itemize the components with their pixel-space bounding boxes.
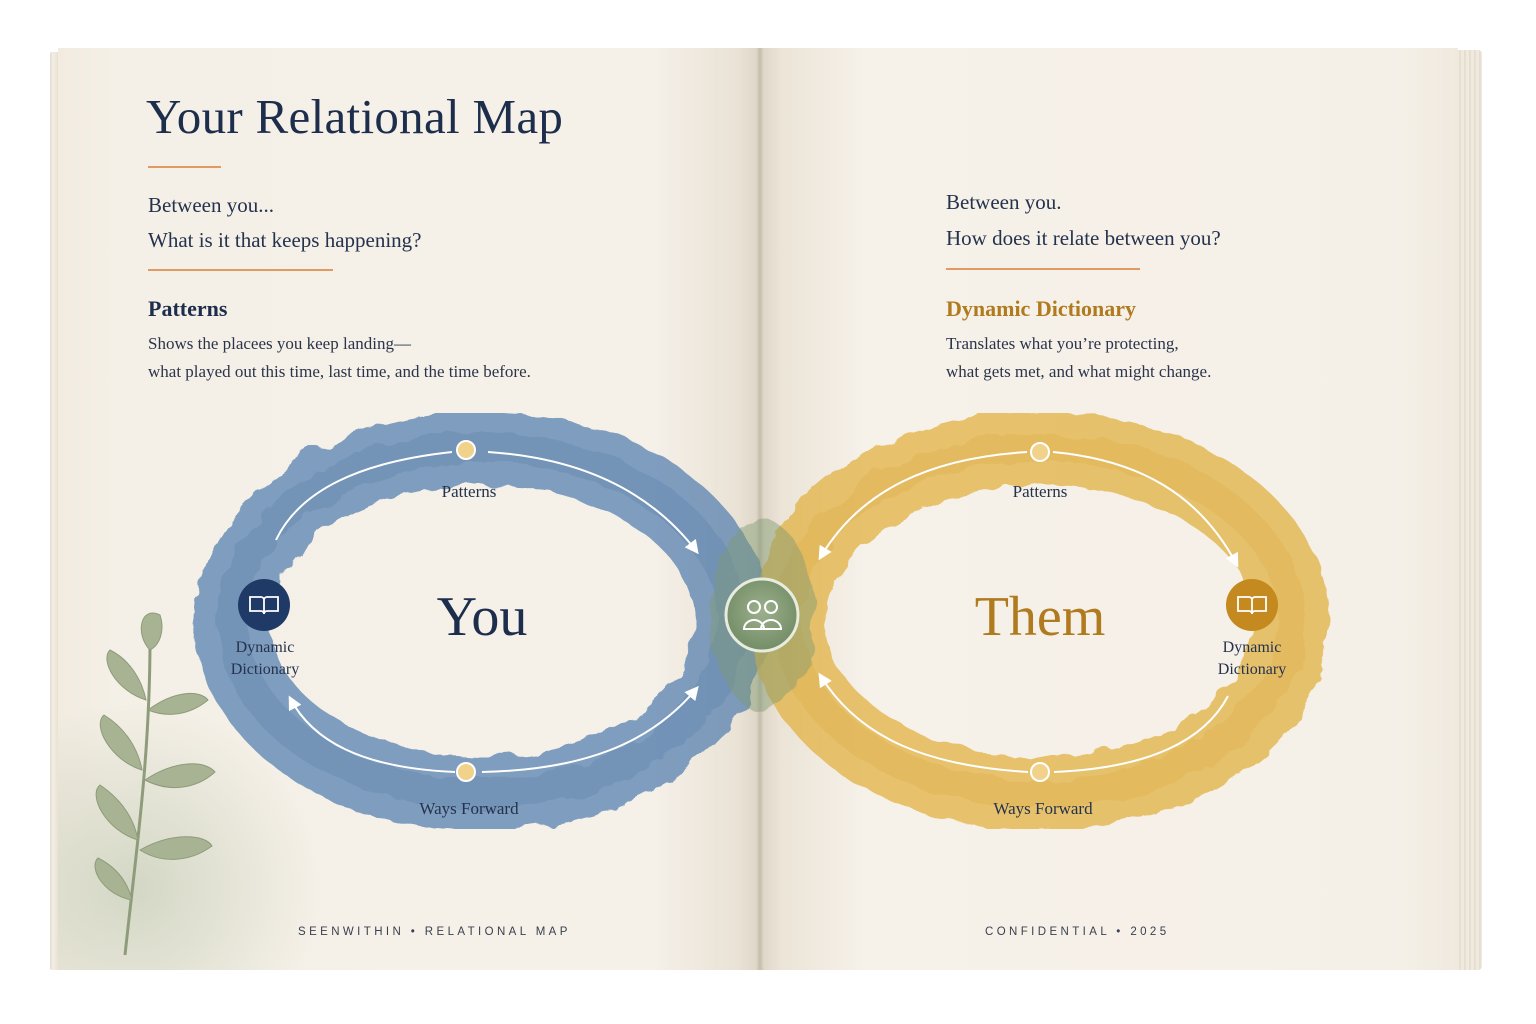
right-intro-divider [946, 268, 1140, 270]
page-stack-left-edge [50, 52, 58, 970]
left-intro-line-1: Between you... [148, 193, 274, 217]
right-page [760, 48, 1458, 970]
left-section-line-2: what played out this time, last time, an… [148, 362, 531, 381]
right-section-heading: Dynamic Dictionary [946, 296, 1137, 321]
left-intro-divider [148, 269, 333, 271]
right-intro-line-2: How does it relate between you? [946, 226, 1221, 250]
right-section-line-1: Translates what you’re protecting, [946, 334, 1179, 353]
book-gutter [756, 48, 764, 970]
right-footer: CONFIDENTIAL • 2025 [985, 926, 1170, 938]
left-section-heading: Patterns [148, 296, 228, 321]
left-section-line-1: Shows the placees you keep landing— [148, 334, 411, 353]
right-intro-line-1: Between you. [946, 190, 1062, 214]
left-intro-line-2: What is it that keeps happening? [148, 228, 422, 252]
page-title: Your Relational Map [146, 89, 564, 144]
left-footer: SEENWITHIN • RELATIONAL MAP [298, 926, 571, 938]
title-divider [148, 166, 221, 168]
left-page [58, 48, 760, 970]
page-stack-right-edge [1456, 50, 1482, 970]
right-section-line-2: what gets met, and what might change. [946, 362, 1212, 381]
